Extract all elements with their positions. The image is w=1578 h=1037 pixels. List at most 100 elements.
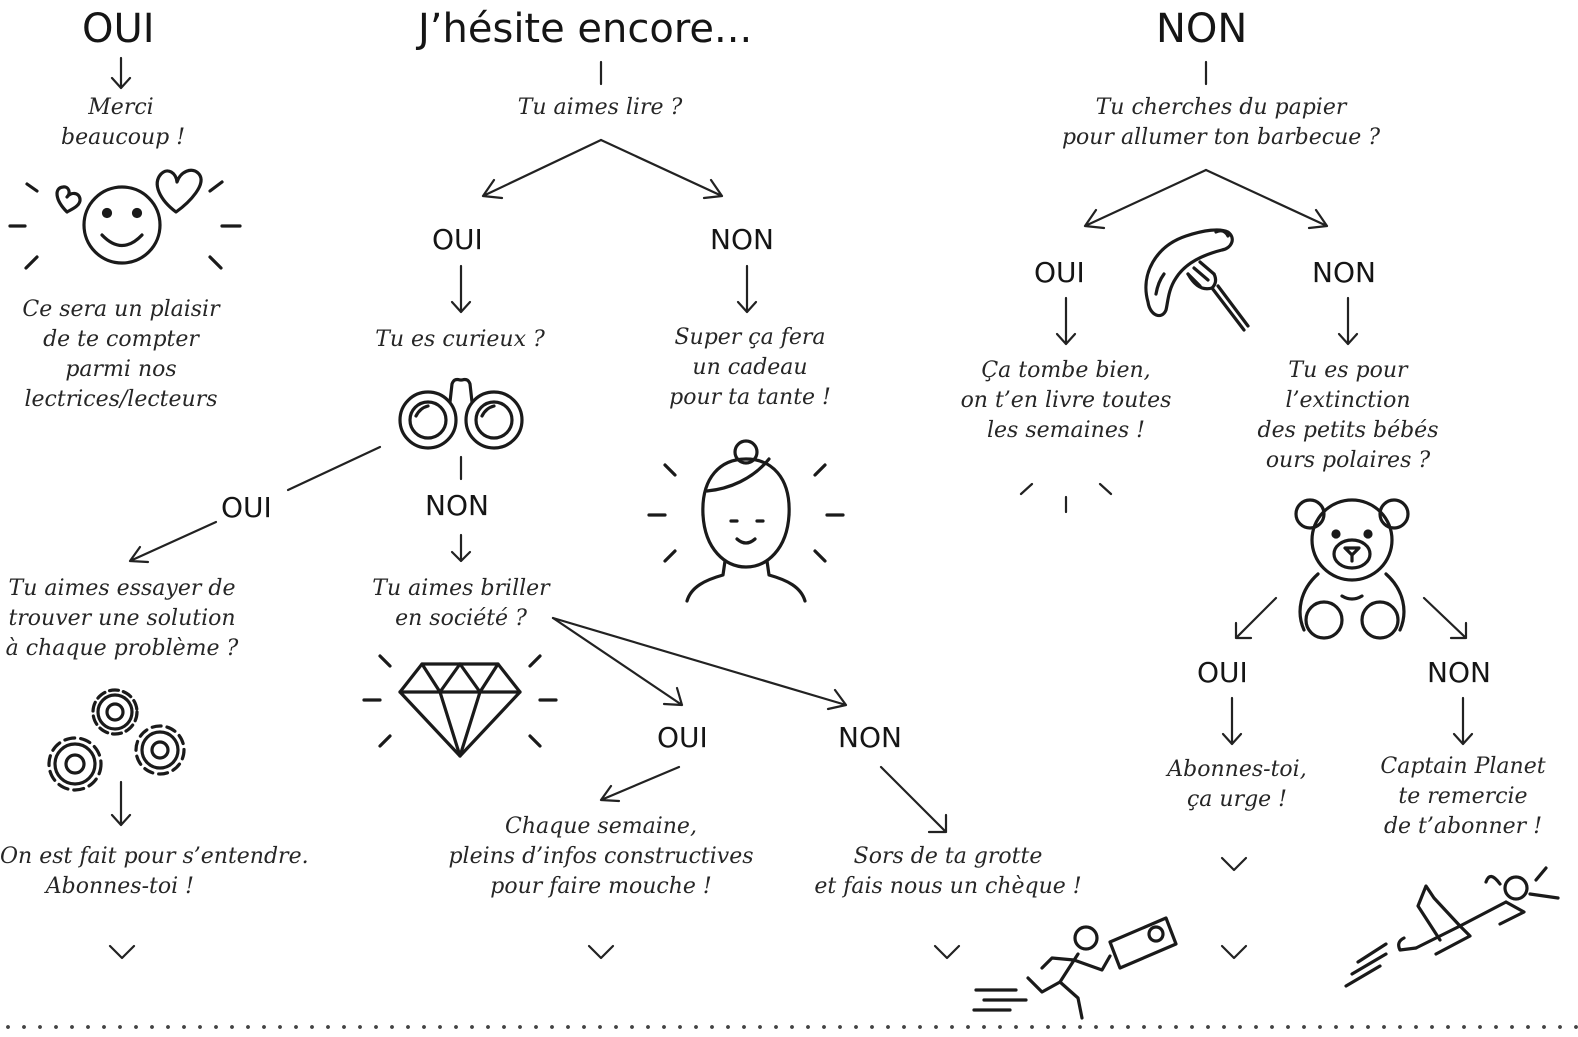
tombe-text: Ça tombe bien, on t’en livre toutes les … <box>946 356 1186 446</box>
arrow-briller-oui <box>551 616 684 707</box>
arrow-non-super <box>736 264 758 314</box>
semaine-line-3: pour faire mouche ! <box>490 874 712 899</box>
tombe-line-3: les semaines ! <box>987 418 1145 443</box>
question-ours: Tu es pour l’extinction des petits bébés… <box>1243 356 1453 476</box>
label-papier-non: NON <box>1312 256 1376 289</box>
heading-oui: OUI <box>82 6 155 52</box>
arrow-non-grotte <box>879 765 948 834</box>
gears-icon <box>47 688 186 792</box>
label-curieux-oui: OUI <box>221 491 272 524</box>
glow-rays <box>1019 482 1113 514</box>
smiley-hearts-icon <box>8 168 242 270</box>
question-curieux: Tu es curieux ? <box>375 327 545 352</box>
arrow-papier-oui <box>1083 168 1208 230</box>
grotte-line-2: et fais nous un chèque ! <box>814 874 1082 899</box>
diamond-icon <box>362 654 558 758</box>
arrow-oui-merci <box>110 56 132 90</box>
super-line-2: un cadeau <box>692 355 808 380</box>
entendre-line-1: On est fait pour s’entendre. <box>0 844 309 869</box>
label-lire-oui: OUI <box>432 223 483 256</box>
question-essayer: Tu aimes essayer de trouver une solution… <box>2 574 242 664</box>
running-man-check-icon <box>972 916 1178 1020</box>
ours-line-4: ours polaires ? <box>1265 448 1431 473</box>
papier-line-1: Tu cherches du papier <box>1095 95 1347 120</box>
arrow-bear-oui <box>1234 596 1278 640</box>
super-line-1: Super ça fera <box>674 325 826 350</box>
chevron-down-icon <box>933 944 961 960</box>
plaisir-line-1: Ce sera un plaisir <box>22 297 220 322</box>
flying-superhero-icon <box>1344 866 1560 988</box>
binoculars-icon <box>398 377 524 450</box>
arrow-oui-tombe <box>1055 296 1077 346</box>
arrow-oui-curieux <box>450 264 472 314</box>
heading-hesite: J’hésite encore... <box>418 6 753 52</box>
tombe-line-2: on t’en livre toutes <box>960 388 1172 413</box>
arrow-non-captain <box>1452 696 1474 746</box>
label-briller-non: NON <box>838 721 902 754</box>
label-ours-non: NON <box>1427 656 1491 689</box>
merci-line-2: beaucoup ! <box>61 125 186 150</box>
essayer-line-1: Tu aimes essayer de <box>8 576 236 601</box>
chevron-down-icon <box>108 944 136 960</box>
captain-line-2: te remercie <box>1398 784 1528 809</box>
plaisir-text: Ce sera un plaisir de te compter parmi n… <box>11 295 231 415</box>
plaisir-line-4: lectrices/lecteurs <box>24 387 218 412</box>
grotte-text: Sors de ta grotte et fais nous un chèque… <box>808 842 1088 902</box>
plaisir-line-3: parmi nos <box>65 357 177 382</box>
question-lire: Tu aimes lire ? <box>517 95 683 120</box>
merci-text: Merci beaucoup ! <box>61 93 186 153</box>
label-ours-oui: OUI <box>1197 656 1248 689</box>
ours-line-3: des petits bébés <box>1257 418 1439 443</box>
chevron-down-icon <box>1220 944 1248 960</box>
urge-line-2: ça urge ! <box>1186 787 1288 812</box>
super-line-3: pour ta tante ! <box>669 385 831 410</box>
woman-face-icon <box>647 439 845 603</box>
chaque-semaine-text: Chaque semaine, pleins d’infos construct… <box>436 812 766 902</box>
label-lire-non: NON <box>710 223 774 256</box>
tombe-line-1: Ça tombe bien, <box>981 358 1151 383</box>
line-curieux-oui <box>286 445 382 492</box>
label-papier-oui: OUI <box>1034 256 1085 289</box>
chevron-down-icon <box>587 944 615 960</box>
merci-line-1: Merci <box>88 95 154 120</box>
arrow-oui-semaine <box>599 765 681 803</box>
urge-line-1: Abonnes-toi, <box>1167 757 1307 782</box>
semaine-line-2: pleins d’infos constructives <box>448 844 754 869</box>
semaine-line-1: Chaque semaine, <box>505 814 697 839</box>
arrow-lire-oui <box>481 138 603 200</box>
heading-non: NON <box>1156 6 1248 52</box>
arrow-oui-essayer <box>128 520 218 564</box>
arrow-lire-non <box>599 138 724 200</box>
question-briller: Tu aimes briller en société ? <box>361 574 561 634</box>
briller-line-1: Tu aimes briller <box>372 576 550 601</box>
urge-text: Abonnes-toi, ça urge ! <box>1152 755 1322 815</box>
ours-line-2: l’extinction <box>1285 388 1411 413</box>
sausage-fork-icon <box>1144 228 1250 332</box>
plaisir-line-2: de te compter <box>43 327 199 352</box>
question-papier: Tu cherches du papier pour allumer ton b… <box>1056 93 1386 153</box>
papier-line-2: pour allumer ton barbecue ? <box>1061 125 1381 150</box>
label-briller-oui: OUI <box>657 721 708 754</box>
arrow-bear-non <box>1422 596 1468 640</box>
captain-line-3: de t’abonner ! <box>1383 814 1543 839</box>
captain-line-1: Captain Planet <box>1380 754 1546 779</box>
arrow-non-ours <box>1337 296 1359 346</box>
essayer-line-3: à chaque problème ? <box>5 636 239 661</box>
arrow-gears-entendre <box>110 780 132 827</box>
ours-line-1: Tu es pour <box>1288 358 1408 383</box>
arrow-papier-non <box>1204 168 1329 230</box>
grotte-line-1: Sors de ta grotte <box>853 844 1043 869</box>
label-curieux-non: NON <box>425 489 489 522</box>
arrow-non-briller <box>450 533 472 563</box>
essayer-line-2: trouver une solution <box>8 606 236 631</box>
super-text: Super ça fera un cadeau pour ta tante ! <box>650 323 850 413</box>
arrow-oui-urge <box>1221 696 1243 746</box>
teddy-bear-icon <box>1294 498 1410 640</box>
entendre-line-2: Abonnes-toi ! <box>45 874 194 899</box>
briller-line-2: en société ? <box>395 606 527 631</box>
captain-text: Captain Planet te remercie de t’abonner … <box>1373 752 1553 842</box>
dotted-separator <box>0 1024 1578 1030</box>
arrow-briller-non <box>551 616 848 711</box>
chevron-down-icon <box>1220 856 1248 872</box>
